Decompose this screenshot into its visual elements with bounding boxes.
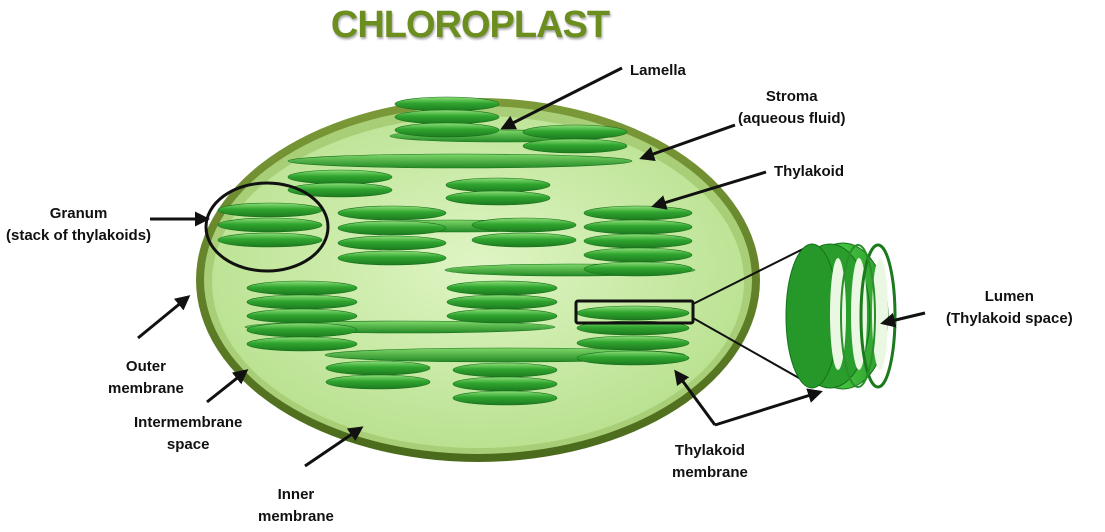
label-intermembrane-space: Intermembrane space — [134, 412, 242, 456]
label-outer-membrane: Outer membrane — [108, 356, 184, 400]
label-stroma: Stroma (aqueous fluid) — [738, 86, 846, 130]
arrow-intermembrane — [207, 371, 246, 402]
label-thylakoid-membrane: Thylakoid membrane — [672, 440, 748, 484]
label-granum: Granum (stack of thylakoids) — [6, 203, 151, 247]
arrow-lumen — [883, 313, 925, 323]
label-lumen: Lumen (Thylakoid space) — [946, 286, 1073, 330]
arrow-outer-membrane — [138, 297, 188, 338]
arrow-thylakoid-membrane-right — [715, 392, 820, 425]
label-thylakoid: Thylakoid — [774, 161, 844, 183]
label-lamella: Lamella — [630, 60, 686, 82]
enlarged-thylakoid — [786, 243, 895, 389]
label-inner-membrane: Inner membrane — [258, 484, 334, 528]
